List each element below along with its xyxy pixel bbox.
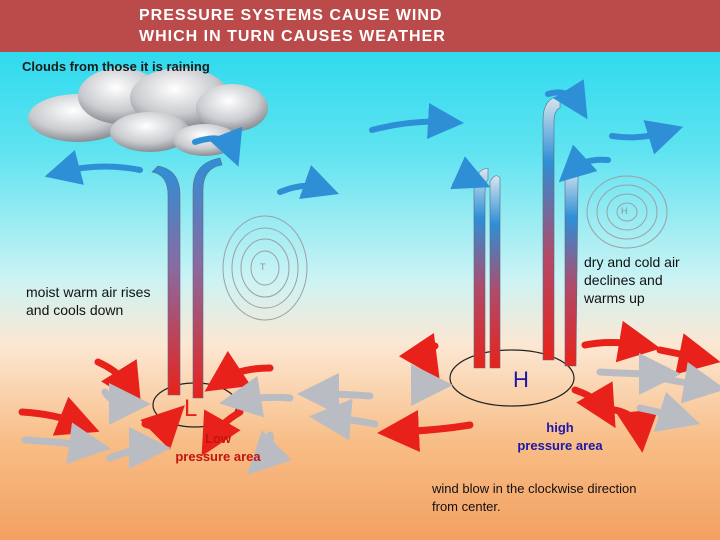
moist-air-label: moist warm air rises and cools down (26, 284, 151, 318)
low-marker: L (184, 395, 198, 422)
high-pressure-label: high pressure area (517, 420, 603, 453)
title-bar: PRESSURE SYSTEMS CAUSE WIND WHICH IN TUR… (0, 0, 720, 52)
low-pressure-label: Low pressure area (175, 431, 261, 464)
high-pressure-ring (449, 349, 575, 407)
sinking-air-columns (473, 95, 579, 369)
slide-title: PRESSURE SYSTEMS CAUSE WIND WHICH IN TUR… (139, 7, 446, 45)
upper-air-arrows (44, 79, 684, 199)
rain-clouds (28, 68, 268, 156)
low-isobar-center: T (260, 262, 266, 272)
rising-air-columns (151, 157, 223, 399)
dry-air-label: dry and cold air declines and warms up (584, 254, 680, 306)
high-isobars (586, 175, 668, 249)
wind-direction-note: wind blow in the clockwise direction fro… (432, 481, 637, 514)
clouds-label: Clouds from those it is raining (22, 59, 210, 74)
low-isobars (222, 215, 308, 321)
high-isobar-center: H (621, 206, 628, 216)
high-marker: H (513, 367, 529, 392)
cool-surface-arrows (21, 352, 720, 475)
